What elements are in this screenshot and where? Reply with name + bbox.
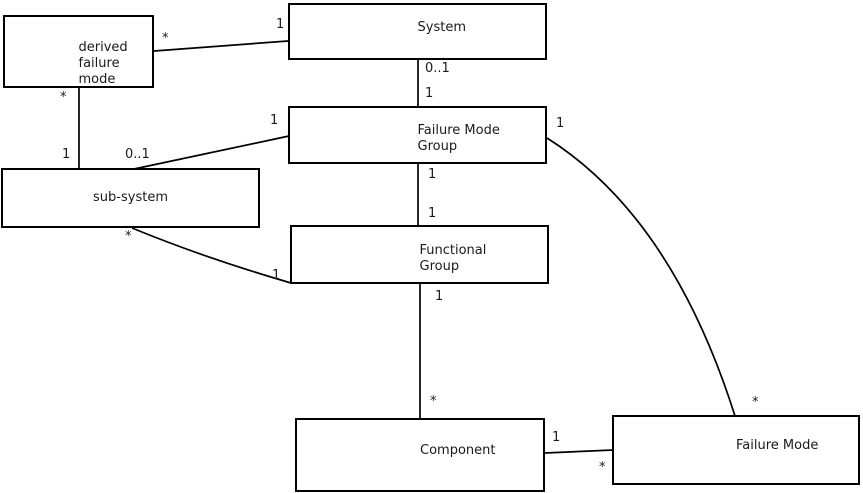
multiplicity-functional-group-component-target: *: [430, 394, 437, 409]
connector-component-to-failure-mode: [544, 449, 614, 454]
multiplicity-failure-mode-group-failure-mode-target: *: [752, 395, 759, 410]
multiplicity-sub-system-functional-group-target: 1: [272, 268, 281, 283]
multiplicity-sub-system-failure-mode-group-target: 1: [270, 113, 279, 128]
entity-functional-group: Functional Group: [290, 225, 549, 284]
multiplicity-derived-failure-mode-sub-system-source: *: [60, 90, 67, 105]
multiplicity-failure-mode-group-failure-mode-source: 1: [556, 116, 565, 131]
entity-system: System: [288, 3, 547, 60]
entity-failure-mode: Failure Mode: [612, 415, 860, 485]
entity-component-label: Component: [420, 443, 496, 458]
multiplicity-functional-group-component-source: 1: [435, 289, 444, 304]
multiplicity-derived-failure-mode-system-target: 1: [276, 17, 285, 32]
connector-derived-failure-mode-to-system: [153, 40, 289, 52]
entity-derived-failure-mode-label: derived failure mode: [78, 39, 128, 87]
multiplicity-sub-system-functional-group-source: *: [125, 229, 132, 244]
multiplicity-system-failure-mode-group-target: 1: [425, 86, 434, 101]
entity-component: Component: [295, 418, 545, 492]
entity-sub-system: sub-system: [1, 168, 260, 228]
entity-system-label: System: [417, 19, 466, 35]
entity-sub-system-label: sub-system: [93, 190, 168, 205]
multiplicity-system-failure-mode-group-source: 0..1: [425, 61, 450, 76]
multiplicity-derived-failure-mode-sub-system-target: 1: [62, 147, 71, 162]
multiplicity-component-failure-mode-target: *: [599, 460, 606, 475]
entity-failure-mode-group-label: Failure Mode Group: [417, 123, 500, 154]
multiplicity-component-failure-mode-source: 1: [552, 430, 561, 445]
entity-failure-mode-label: Failure Mode: [736, 438, 819, 453]
entity-failure-mode-group: Failure Mode Group: [288, 106, 547, 164]
multiplicity-failure-mode-group-functional-group-source: 1: [428, 167, 437, 182]
entity-derived-failure-mode: derived failure mode: [3, 15, 154, 88]
multiplicity-derived-failure-mode-system-source: *: [162, 31, 169, 46]
connector-failure-mode-group-to-failure-mode: [546, 137, 736, 417]
multiplicity-sub-system-failure-mode-group-source: 0..1: [125, 147, 150, 162]
multiplicity-failure-mode-group-functional-group-target: 1: [428, 206, 437, 221]
connector-sub-system-to-functional-group: [131, 227, 292, 284]
connector-sub-system-to-failure-mode-group: [133, 135, 290, 170]
entity-functional-group-label: Functional Group: [419, 242, 487, 274]
